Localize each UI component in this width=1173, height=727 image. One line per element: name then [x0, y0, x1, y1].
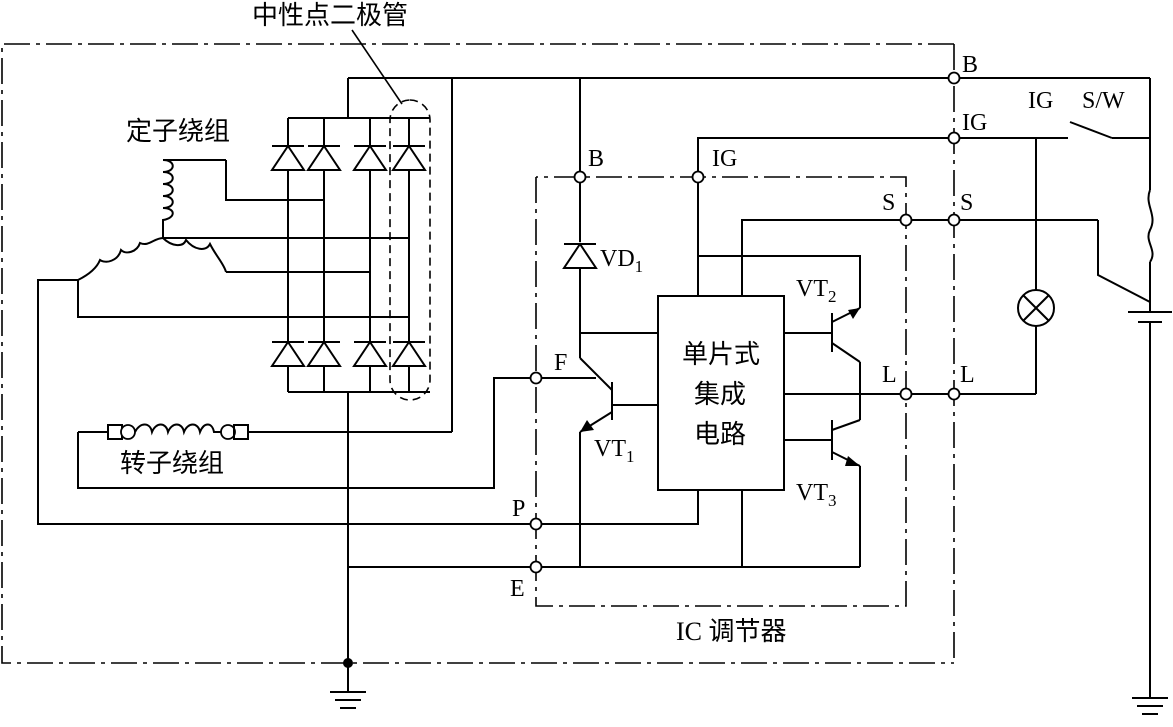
alternator-housing-outline	[1, 43, 955, 664]
diode-lower-1	[270, 340, 306, 367]
label-vt2: VT2	[796, 276, 837, 306]
terminal-E	[529, 560, 543, 574]
label-vd1: VD1	[600, 246, 643, 276]
terminal-B-outer	[947, 71, 961, 85]
terminals	[529, 71, 961, 574]
label-switch-SW: S/W	[1082, 88, 1125, 114]
label-terminal-L-inner: L	[882, 362, 897, 388]
terminal-L-outer	[947, 387, 961, 401]
label-ic-line1: 单片式	[682, 340, 760, 369]
label-rotor-winding: 转子绕组	[120, 449, 224, 478]
label-terminal-F: F	[554, 350, 567, 376]
neutral-diode-enclosure	[389, 99, 431, 401]
label-terminal-L-outer: L	[960, 362, 975, 388]
terminal-IG-inner	[691, 170, 705, 184]
terminal-F	[529, 371, 543, 385]
label-switch-IG: IG	[1028, 88, 1053, 114]
diode-lower-2	[306, 340, 342, 367]
label-terminal-P: P	[512, 496, 525, 522]
terminal-S-inner	[899, 213, 913, 227]
label-terminal-E: E	[510, 576, 525, 602]
upper-diodes	[270, 144, 427, 171]
neutral-diode-leader	[351, 29, 403, 105]
ic-internal-wiring	[536, 177, 1036, 567]
label-terminal-B-outer: B	[962, 52, 978, 78]
label-terminal-IG-inner: IG	[712, 146, 737, 172]
label-terminal-S-outer: S	[960, 190, 973, 216]
diode-upper-4-neutral	[391, 144, 427, 171]
stator-winding	[37, 159, 536, 525]
lower-diodes	[270, 340, 427, 367]
diode-lower-3	[352, 340, 388, 367]
fuse	[1147, 189, 1154, 263]
brush-right	[220, 424, 236, 440]
ground-bus	[330, 566, 860, 709]
label-ic-regulator: IC 调节器	[676, 617, 787, 646]
rotor-winding	[77, 377, 536, 489]
label-vt1: VT1	[594, 436, 635, 466]
brush-left	[120, 424, 136, 440]
diode-upper-3	[352, 144, 388, 171]
terminal-L-inner	[899, 387, 913, 401]
labels: 中性点二极管 定子绕组 转子绕组 单片式 集成 电路 IC 调节器 B IG S…	[120, 1, 1125, 646]
terminal-B-inner	[573, 170, 587, 184]
monolithic-ic-block	[657, 295, 785, 491]
ic-regulator-boundary	[535, 176, 907, 607]
ignition-switch	[1069, 121, 1113, 139]
external-wiring	[697, 121, 1172, 715]
label-stator-winding: 定子绕组	[126, 117, 230, 146]
label-neutral-diodes: 中性点二极管	[252, 1, 408, 30]
label-terminal-S-inner: S	[882, 190, 895, 216]
terminal-P	[529, 517, 543, 531]
terminal-IG-outer	[947, 131, 961, 145]
b-plus-bus	[347, 77, 1151, 432]
diode-upper-2	[306, 144, 342, 171]
diode-upper-1	[270, 144, 306, 171]
label-terminal-IG-outer: IG	[962, 110, 987, 136]
terminal-S-outer	[947, 213, 961, 227]
label-ic-line2: 集成	[694, 380, 746, 409]
label-ic-line3: 电路	[694, 420, 746, 449]
diode-lower-4-neutral	[391, 340, 427, 367]
label-vt3: VT3	[796, 480, 837, 510]
label-terminal-B-inner: B	[588, 146, 604, 172]
